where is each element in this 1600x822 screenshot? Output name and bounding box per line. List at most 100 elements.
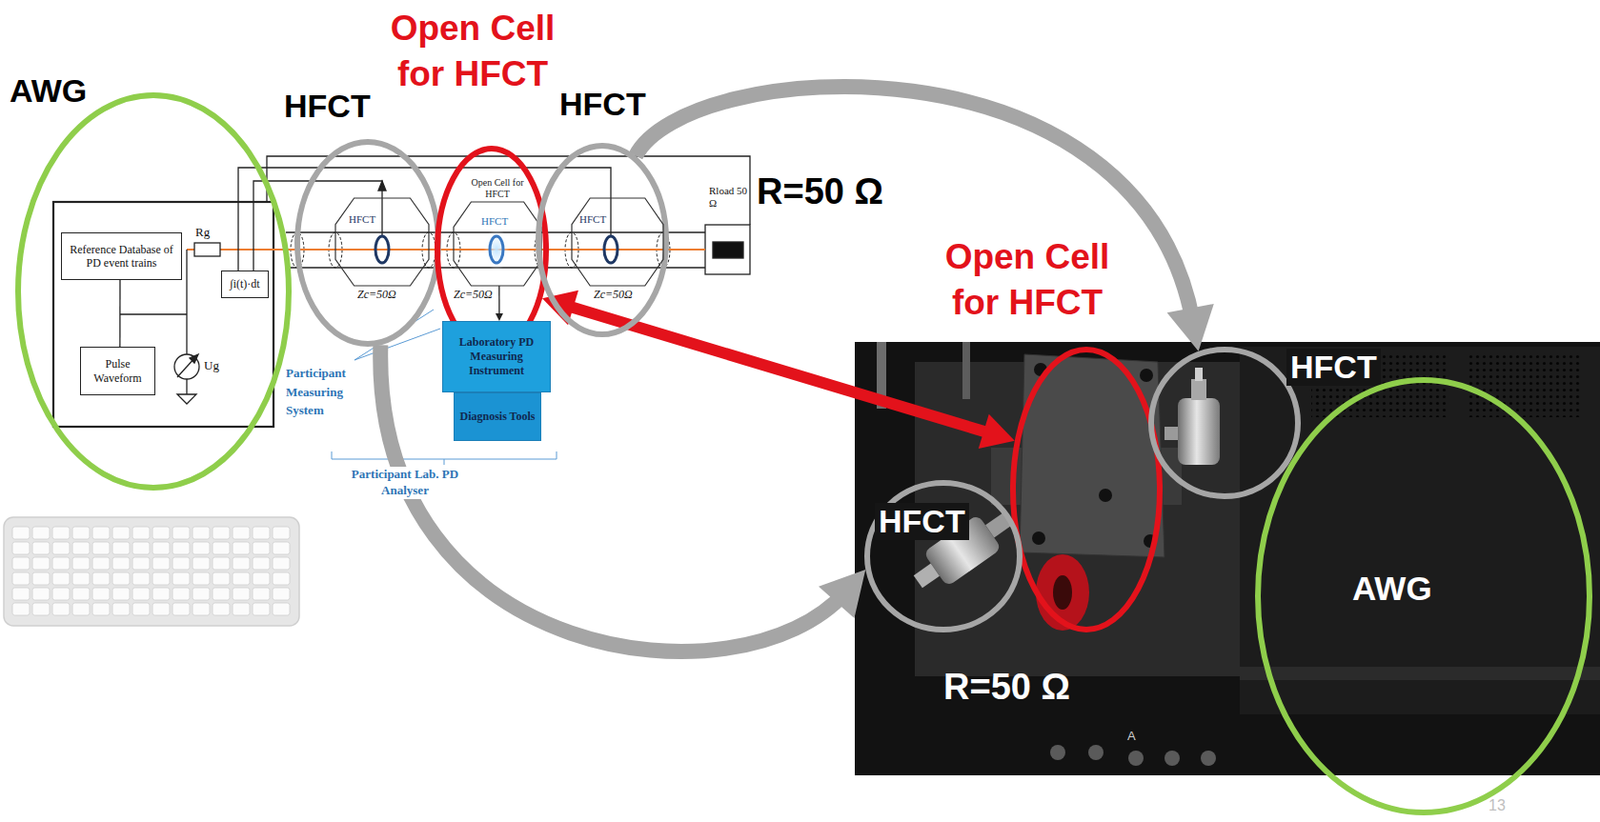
setup-photo — [1032, 531, 1046, 546]
hfct-cell: HFCTZc=50Ω — [335, 198, 429, 286]
schematic — [53, 156, 750, 427]
schematic — [120, 313, 187, 315]
connector — [635, 86, 1215, 352]
schematic — [53, 202, 274, 427]
cell-outline — [571, 198, 664, 286]
text-label: 13 — [1488, 798, 1506, 814]
ellipse-outline — [294, 139, 442, 347]
process-box: Reference Database of PD event trains — [60, 232, 183, 281]
setup-photo — [854, 342, 1600, 776]
setup-photo — [1098, 488, 1113, 503]
callout-label: HFCT — [874, 503, 970, 541]
box-text: Reference Database of PD event trains — [65, 243, 178, 271]
hfct-cell: HFCTZc=50Ω — [571, 198, 664, 286]
ellipse-outline — [1012, 349, 1160, 630]
ellipse-outline — [1148, 346, 1301, 500]
callout-label: Open Cell for HFCT — [936, 234, 1118, 326]
leader-lines — [444, 459, 446, 466]
text-label: Participant Lab. PD Analyser — [350, 466, 460, 500]
cell-outline — [453, 202, 542, 286]
callout-ellipse: AWGReference Database of PD event trains… — [15, 92, 292, 491]
schematic — [185, 379, 187, 395]
cell-outline — [571, 198, 664, 286]
callout-label: HFCT — [481, 215, 508, 228]
schematic — [604, 236, 618, 264]
connector-line — [119, 280, 121, 347]
callout-label: HFCT — [579, 213, 607, 226]
cell-outline — [335, 198, 429, 286]
callout-label: HFCT — [348, 213, 376, 226]
process-box: Diagnosis Tools — [453, 392, 542, 442]
setup-photo — [962, 342, 971, 400]
callout-label: Zc=50Ω — [357, 287, 397, 302]
process-box: Pulse Waveform — [80, 346, 156, 396]
setup-photo — [1139, 368, 1154, 383]
schematic — [266, 156, 750, 225]
ellipse-outline — [18, 95, 289, 488]
text-label: Participant Measuring System — [285, 364, 368, 421]
ellipse-outline — [1257, 380, 1590, 813]
schematic — [194, 243, 221, 257]
leader-lines — [331, 451, 557, 460]
setup-photo — [854, 342, 1600, 776]
text-label: Rg — [195, 224, 210, 241]
callout-label: HFCT — [559, 85, 647, 123]
box-text: Laboratory PD Measuring Instrument — [446, 335, 547, 379]
schematic — [174, 354, 200, 380]
arrow-head — [495, 313, 504, 322]
keyboard-picture — [3, 517, 300, 627]
setup-photo — [1088, 745, 1104, 761]
box-text: Pulse Waveform — [84, 357, 151, 385]
arrow-head — [1167, 303, 1215, 352]
text-label: A — [1127, 729, 1136, 743]
connector — [119, 280, 121, 347]
schematic — [712, 242, 744, 259]
cell-outline — [335, 198, 429, 286]
setup-photo — [1019, 354, 1165, 558]
schematic — [189, 354, 199, 364]
callout-label: Zc=50Ω — [453, 287, 493, 302]
callout-label: HFCT — [283, 87, 371, 125]
keyboard-picture — [3, 517, 300, 627]
setup-photo — [1164, 750, 1180, 767]
callout-ellipse: AWG — [1255, 377, 1593, 816]
connector — [542, 290, 1015, 449]
arrow-head — [978, 414, 1015, 449]
text-label: Rload 50 Ω — [708, 184, 750, 210]
setup-photo — [1239, 667, 1600, 681]
keyboard-picture — [11, 526, 292, 618]
hfct-cell: Open Cell for HFCTHFCTZc=50Ω — [453, 202, 542, 286]
setup-photo — [1194, 367, 1203, 382]
setup-photo — [1053, 575, 1073, 610]
schematic — [489, 236, 504, 264]
text-label: Ug — [203, 358, 220, 374]
cell-outline — [453, 202, 542, 286]
setup-photo — [1128, 750, 1144, 767]
ellipse-outline — [1151, 349, 1298, 497]
callout-label: HFCT — [1286, 348, 1381, 386]
callout-label: Open Cell for HFCT — [382, 5, 564, 98]
connector-line — [635, 86, 1194, 322]
box-text: Diagnosis Tools — [459, 409, 535, 425]
ellipse-outline — [297, 141, 439, 345]
setup-photo — [1467, 354, 1582, 418]
setup-photo — [1177, 398, 1220, 466]
schematic — [177, 394, 197, 405]
schematic — [375, 236, 389, 264]
schematic — [185, 249, 187, 355]
connector — [495, 285, 504, 322]
callout-label: Open Cell for HFCT — [459, 177, 536, 200]
process-box: Laboratory PD Measuring Instrument — [442, 321, 551, 393]
callout-label: Zc=50Ω — [593, 287, 633, 302]
schematic — [378, 181, 386, 191]
connector-line — [498, 285, 500, 316]
callout-label: AWG — [1352, 569, 1433, 608]
callout-ellipse: HFCTHFCTZc=50Ω — [294, 139, 442, 347]
callout-ellipse: HFCT — [1148, 346, 1301, 500]
text-label: R=50 Ω — [943, 667, 1071, 709]
schematic — [220, 248, 706, 251]
ellipse-outline — [867, 483, 1020, 630]
